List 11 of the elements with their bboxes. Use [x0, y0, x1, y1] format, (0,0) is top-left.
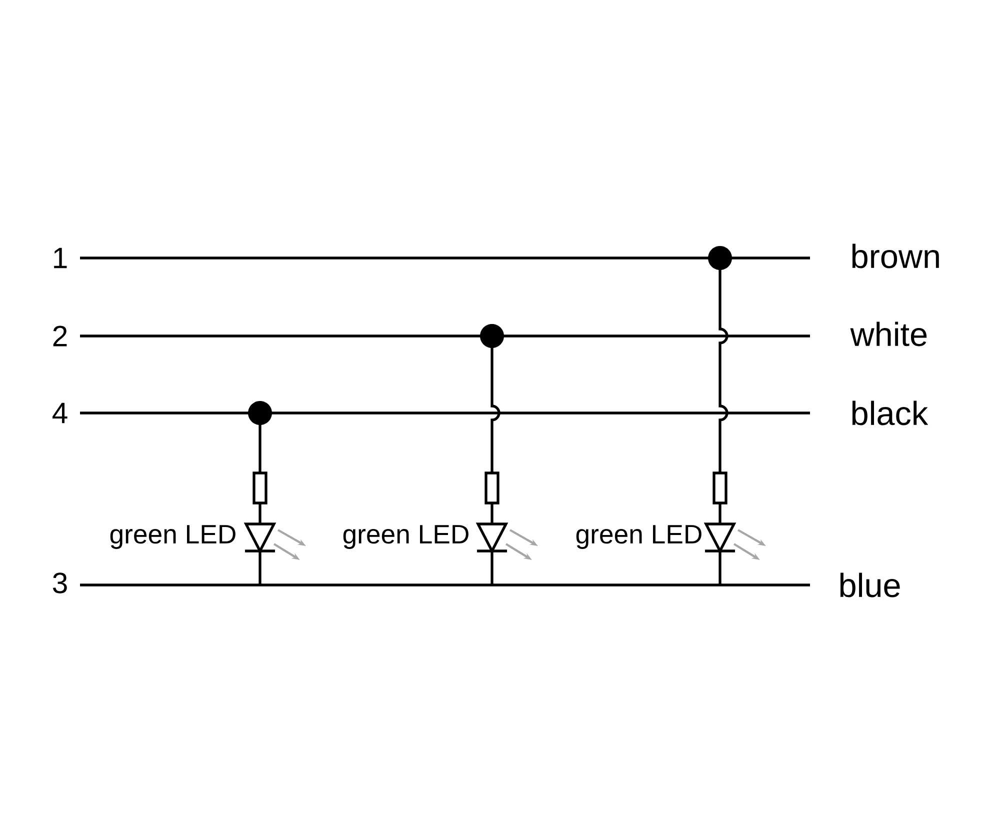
- wire-label: 2: [53, 326, 67, 346]
- wire-label: green LED: [343, 525, 468, 549]
- wire-label: white: [850, 322, 927, 346]
- wire-label: green LED: [110, 525, 236, 549]
- wire-label: brown: [852, 244, 939, 268]
- wire-label: black: [852, 400, 928, 426]
- wire-label: 3: [52, 572, 67, 594]
- wire-label: blue: [840, 572, 900, 598]
- wire-label: 4: [52, 402, 68, 424]
- wire-label: 1: [54, 248, 67, 268]
- wire-label: green LED: [576, 525, 702, 549]
